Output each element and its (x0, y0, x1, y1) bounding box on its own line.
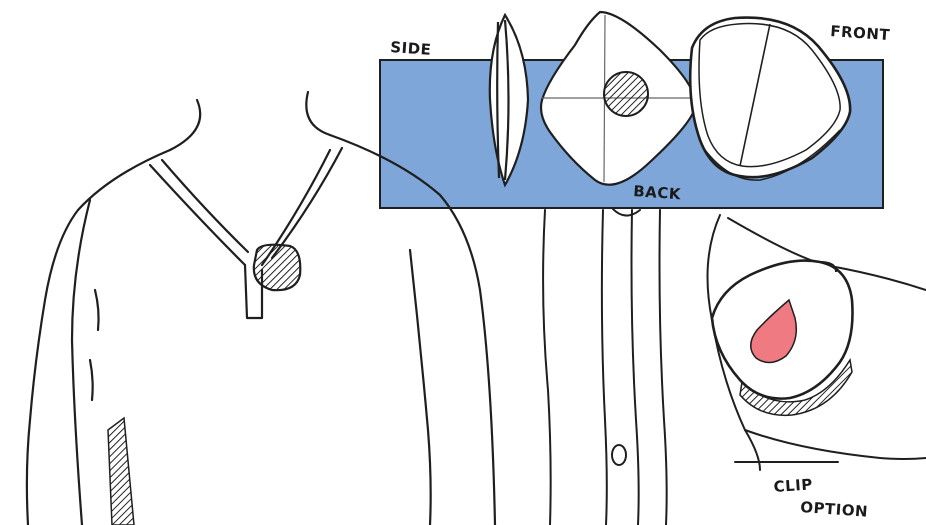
label-front: FRONT (830, 22, 891, 44)
label-clip: CLIP (773, 475, 813, 496)
label-side: SIDE (390, 38, 432, 59)
sleeve-shadow (108, 418, 134, 525)
clip-device (712, 261, 853, 416)
shirt-button (612, 445, 626, 465)
label-back: BACK (633, 182, 683, 203)
pendant-device (254, 245, 300, 291)
label-option: OPTION (800, 498, 869, 521)
middle-shirt (543, 208, 667, 525)
